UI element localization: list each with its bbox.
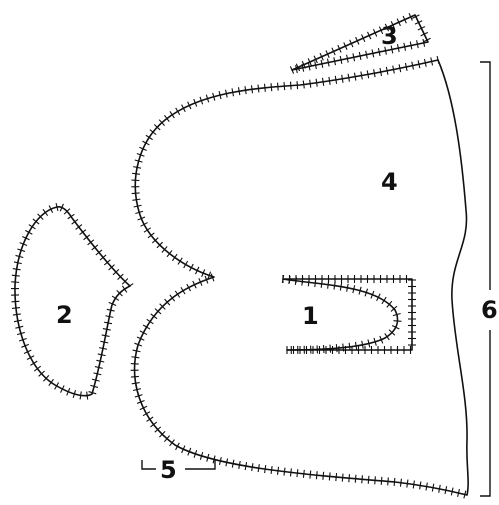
stitch-marks xyxy=(130,55,467,499)
label-3: 3 xyxy=(381,22,398,50)
bracket-5 xyxy=(141,460,216,470)
label-2: 2 xyxy=(56,301,73,329)
piece-1-square-outline xyxy=(282,278,413,351)
piece-4-plain-edge xyxy=(437,59,469,496)
label-6: 6 xyxy=(481,296,498,324)
label-5: 5 xyxy=(160,456,177,484)
bracket-6 xyxy=(480,61,491,497)
stitch-marks xyxy=(289,13,431,74)
label-1: 1 xyxy=(302,302,319,330)
piece-2-outline xyxy=(14,206,131,397)
piece-3-outline xyxy=(291,14,429,71)
piece-4-stitched-edge xyxy=(133,59,468,496)
label-4: 4 xyxy=(381,168,398,196)
piece-1-dart xyxy=(282,278,399,351)
